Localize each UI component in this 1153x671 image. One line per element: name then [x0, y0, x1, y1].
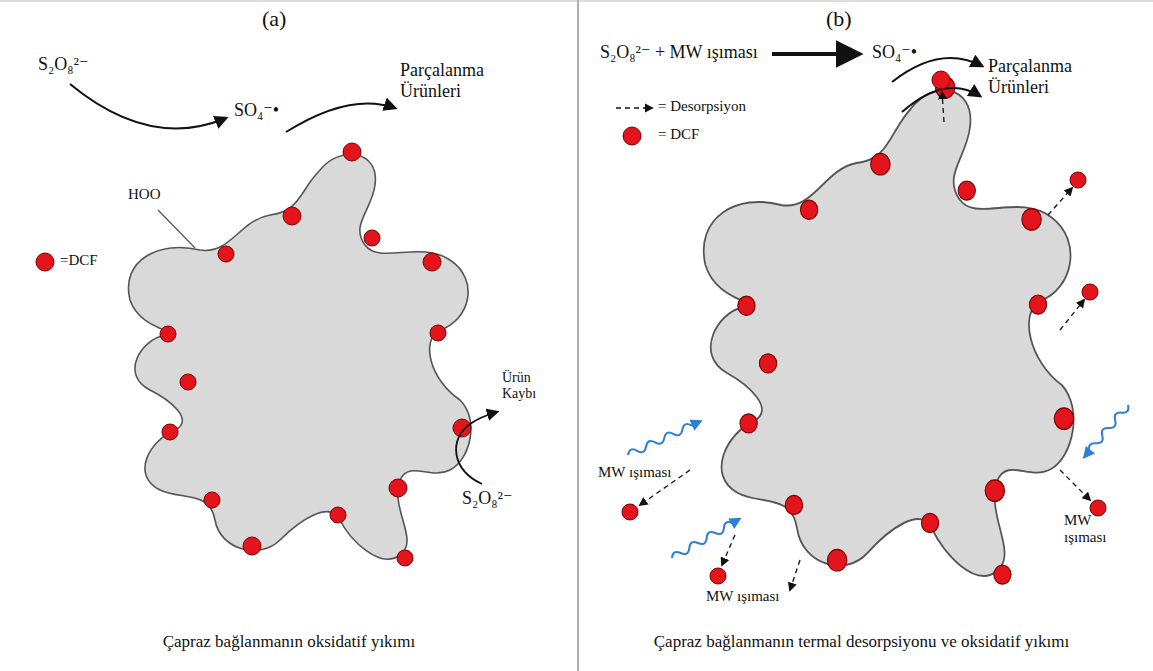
panel-caption: Çapraz bağlanmanın termal desorpsiyonu v…: [574, 632, 1149, 652]
microwave-label: MW ışıması: [1064, 512, 1124, 547]
panel-divider: [577, 0, 578, 671]
legend-text: = Desorpsiyon: [658, 98, 746, 115]
chemical-formula: SO₄⁻•: [234, 100, 279, 121]
activation-arrow: [70, 84, 226, 128]
leader-line: [158, 210, 195, 248]
degradation-arrow: [902, 88, 980, 112]
activation-arrow: [772, 52, 858, 56]
chemical-formula: S₂O₈²⁻: [38, 54, 88, 75]
legend-text: = DCF: [658, 126, 699, 143]
chemical-formula: SO₄⁻•: [872, 42, 917, 63]
particle-b: [704, 77, 1074, 585]
panel-letter: (b): [826, 6, 852, 31]
chemical-formula: S₂O₈²⁻: [462, 488, 512, 509]
product-label: Parçalanma Ürünleri: [988, 56, 1098, 97]
frame-line: [0, 1, 1153, 2]
microwave-label: MW ışıması: [706, 588, 779, 605]
panel-letter: (a): [262, 6, 286, 31]
microwave-arrows: [627, 403, 1131, 561]
product-label: Parçalanma Ürünleri: [400, 60, 510, 101]
loss-arrow: [456, 412, 497, 484]
particle-a: [128, 143, 471, 566]
chemical-formula: S₂O₈²⁻ + MW ışıması: [600, 42, 758, 63]
loss-label: Ürün Kaybı: [502, 370, 554, 402]
surface-group: HOO: [128, 186, 161, 203]
microwave-label: MW ışıması: [598, 464, 671, 481]
legend-dot: [36, 253, 54, 271]
panel-caption: Çapraz bağlanmanın oksidatif yıkımı: [0, 632, 578, 652]
degradation-arrow: [286, 103, 395, 132]
desorption-arrows: [616, 92, 1090, 590]
desorbed-dots: [622, 71, 1106, 584]
legend-text: =DCF: [60, 252, 98, 269]
